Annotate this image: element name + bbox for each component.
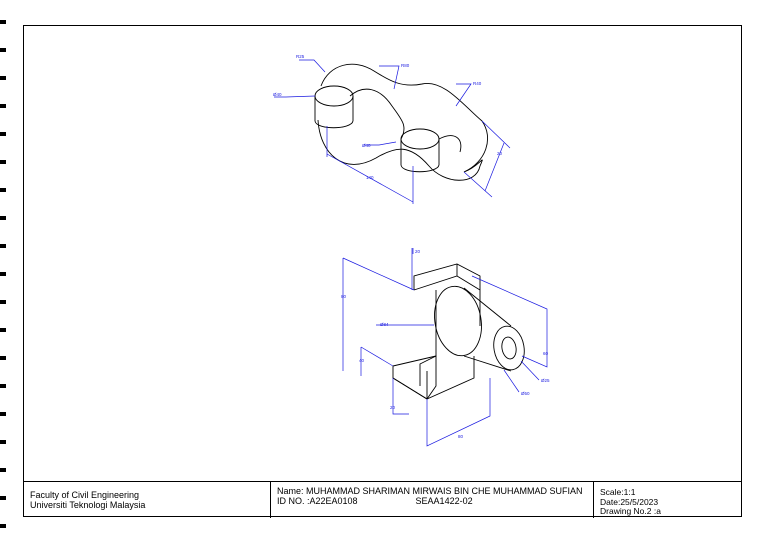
dim-dia50: Ø50 [521,391,530,396]
dim-20-top: 20 [415,249,421,254]
drawing-area: R25 Ø40 R80 R40 Ø40 140 20 [273,54,550,447]
part2-bracket [392,263,525,400]
part2-labels: 20 80 Ø84 40 20 Ø25 Ø50 80 60 [341,249,550,439]
dim-r25: R25 [296,54,305,59]
title-block-institution: Faculty of Civil Engineering Universiti … [24,482,271,518]
dim-40-step: 40 [359,358,365,363]
title-block-student: Name: MUHAMMAD SHARIMAN MIRWAIS BIN CHE … [271,482,594,518]
course-code: SEAA1422-02 [415,496,473,506]
title-block-info: Scale:1:1 Date:25/5/2023 Drawing No.2 :a [594,482,741,518]
dim-20: 20 [497,151,503,156]
dim-80-base: 80 [458,434,464,439]
title-block: Faculty of Civil Engineering Universiti … [24,481,741,518]
drawing-sheet: R25 Ø40 R80 R40 Ø40 140 20 [23,25,742,518]
drawing-number: Drawing No.2 :a [600,506,661,516]
dim-80-height: 80 [341,294,347,299]
part2-dimensions [342,248,548,447]
dim-r40: R40 [473,81,482,86]
part1-link [314,63,489,181]
dim-20-step: 20 [390,405,396,410]
student-name: Name: MUHAMMAD SHARIMAN MIRWAIS BIN CHE … [277,486,583,496]
scale-text: Scale:1:1 [600,487,636,497]
university-text: Universiti Teknologi Malaysia [30,500,146,510]
date-text: Date:25/5/2023 [600,496,659,507]
dim-dia40-right: Ø40 [362,143,371,148]
part1-dimensions [274,59,511,204]
student-id: ID NO. :A22EA0108 [277,496,358,506]
dim-r80: R80 [401,63,410,68]
faculty-text: Faculty of Civil Engineering [30,490,140,500]
dim-60-boss: 60 [543,351,549,356]
student-id-row: ID NO. :A22EA0108 SEAA1422-02 [277,496,587,506]
dim-dia40-left: Ø40 [273,92,282,97]
part1-labels: R25 Ø40 R80 R40 Ø40 140 20 [273,54,503,180]
dim-dia84: Ø84 [380,322,389,327]
dim-dia25: Ø25 [541,378,550,383]
dim-140: 140 [366,175,374,180]
